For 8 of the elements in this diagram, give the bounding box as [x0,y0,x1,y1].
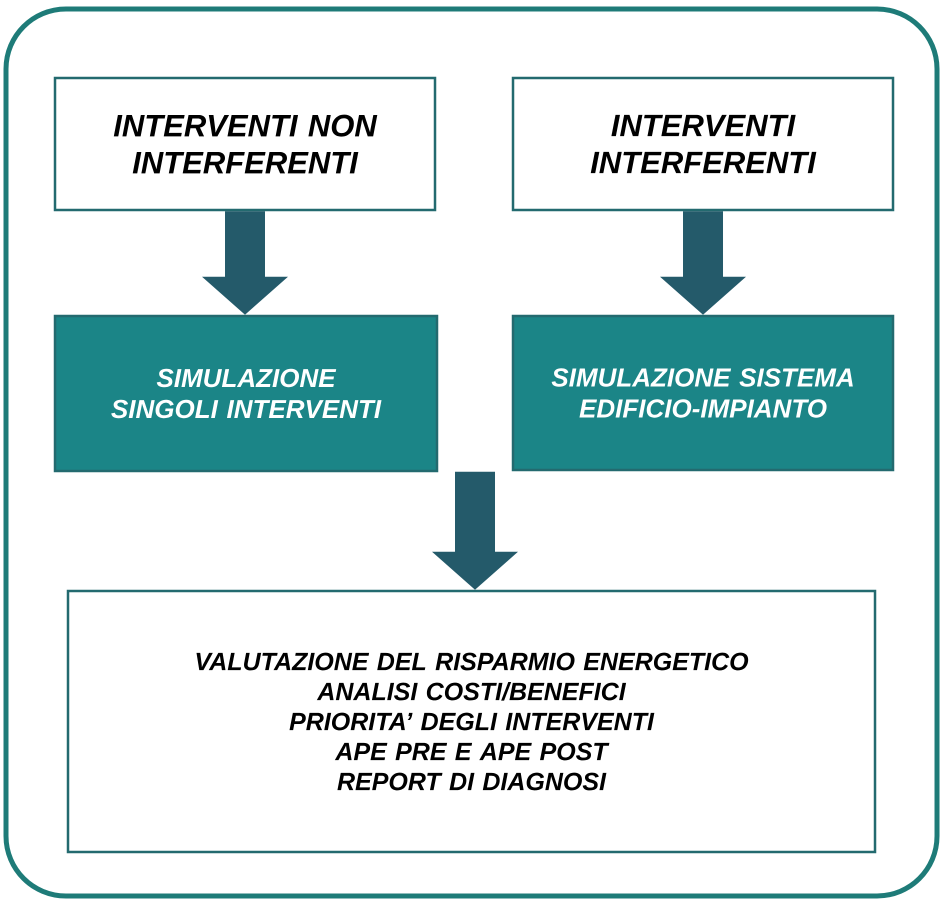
process-box: SIMULAZIONE SISTEMA EDIFICIO-IMPIANTO [512,314,894,472]
text-box: INTERVENTI NON INTERFERENTI [54,76,436,212]
arrow [660,211,746,315]
result-box: VALUTAZIONE DEL RISPARMIO ENERGETICO ANALISI COSTI/BENEFICI PRIORITA’ DEGLI INTERVENTI APE PRE E APE POST REPORT DI DIAGNOSI [66,590,876,854]
text-box: INTERVENTI INTERFERENTI [512,76,894,212]
process-box: SIMULAZIONE SINGOLI INTERVENTI [54,314,438,472]
arrow [432,472,518,590]
arrow [202,211,288,315]
